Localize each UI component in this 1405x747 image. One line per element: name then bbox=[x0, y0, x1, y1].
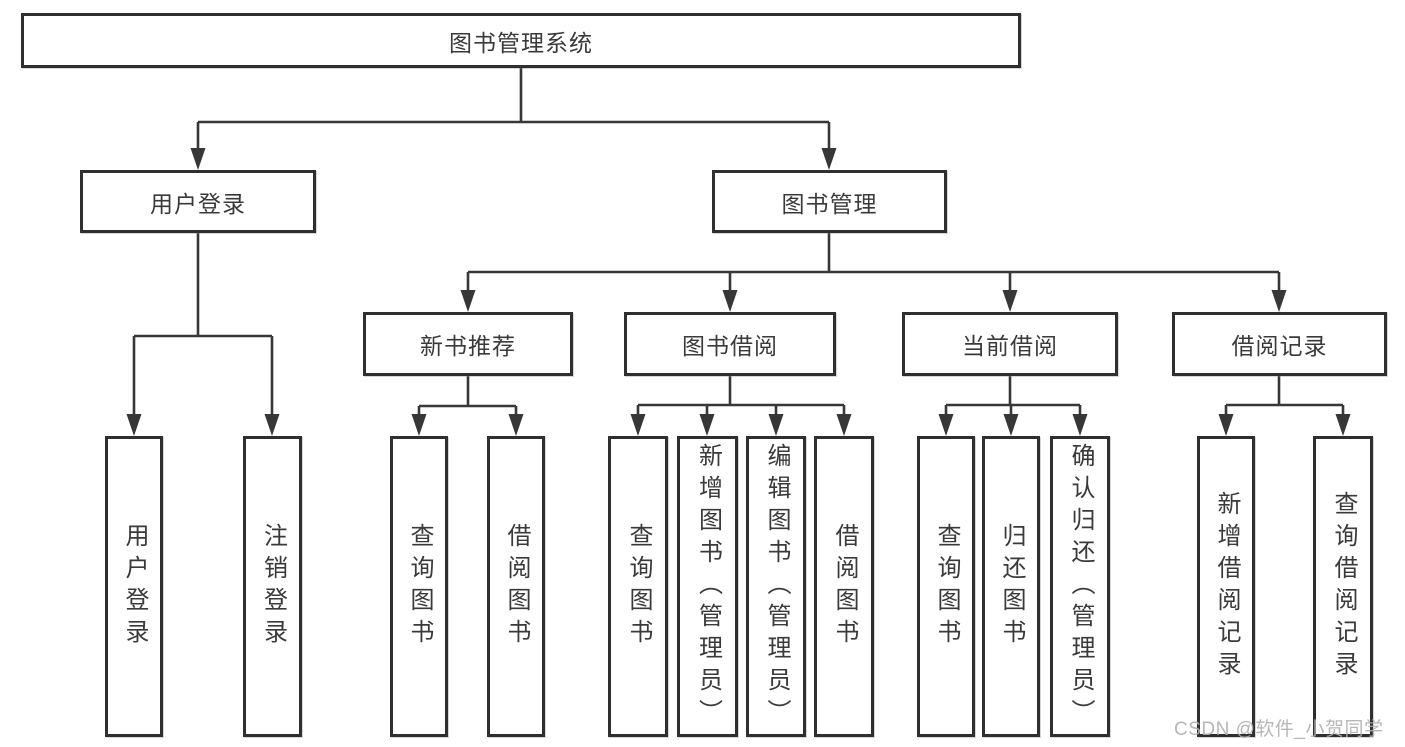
node-current-borrowing: 当前借阅 bbox=[902, 312, 1118, 376]
leaf-borrow-books-2: 借阅图书 bbox=[814, 436, 874, 737]
leaf-query-books-2-label: 查询图书 bbox=[625, 522, 652, 651]
node-root: 图书管理系统 bbox=[21, 13, 1021, 68]
node-new-book-recommend: 新书推荐 bbox=[363, 312, 573, 376]
node-borrowing-records-label: 借阅记录 bbox=[1231, 333, 1328, 359]
node-book-management-label: 图书管理 bbox=[781, 190, 878, 217]
node-book-borrowing-label: 图书借阅 bbox=[682, 333, 778, 359]
csdn-watermark: CSDN @软件_小贺同学 bbox=[1174, 719, 1384, 740]
arrowheads bbox=[126, 148, 1351, 436]
connector-lines bbox=[132, 68, 1345, 418]
leaf-user-login: 用户登录 bbox=[105, 436, 163, 737]
leaf-query-books-3: 查询图书 bbox=[917, 436, 975, 737]
node-book-management: 图书管理 bbox=[712, 170, 947, 233]
leaf-query-books-3-label: 查询图书 bbox=[933, 522, 960, 651]
leaf-edit-book-admin: 编辑图书（管理员） bbox=[746, 436, 806, 737]
leaf-add-borrow-record: 新增借阅记录 bbox=[1197, 436, 1255, 737]
leaf-query-books-1: 查询图书 bbox=[390, 436, 448, 737]
leaf-add-borrow-record-label: 新增借阅记录 bbox=[1213, 490, 1240, 683]
leaf-query-books-2: 查询图书 bbox=[608, 436, 668, 737]
leaf-borrow-books-1-label: 借阅图书 bbox=[503, 522, 530, 651]
leaf-query-books-1-label: 查询图书 bbox=[406, 522, 433, 651]
leaf-edit-book-admin-label: 编辑图书（管理员） bbox=[763, 442, 790, 731]
node-user-login: 用户登录 bbox=[80, 170, 316, 233]
leaf-query-borrow-record: 查询借阅记录 bbox=[1313, 436, 1373, 737]
leaf-borrow-books-2-label: 借阅图书 bbox=[831, 522, 858, 651]
node-root-label: 图书管理系统 bbox=[449, 29, 593, 56]
node-current-borrowing-label: 当前借阅 bbox=[962, 333, 1058, 359]
leaf-borrow-books-1: 借阅图书 bbox=[487, 436, 545, 737]
node-new-book-recommend-label: 新书推荐 bbox=[420, 333, 516, 359]
leaf-add-book-admin: 新增图书（管理员） bbox=[677, 436, 738, 737]
leaf-add-book-admin-label: 新增图书（管理员） bbox=[694, 442, 722, 731]
leaf-user-login-label: 用户登录 bbox=[121, 522, 148, 651]
leaf-return-books-label: 归还图书 bbox=[998, 522, 1025, 651]
leaf-confirm-return-admin-label: 确认归还（管理员） bbox=[1067, 442, 1094, 731]
node-book-borrowing: 图书借阅 bbox=[624, 312, 836, 376]
leaf-return-books: 归还图书 bbox=[982, 436, 1040, 737]
leaf-query-borrow-record-label: 查询借阅记录 bbox=[1330, 490, 1357, 683]
node-borrowing-records: 借阅记录 bbox=[1172, 312, 1387, 376]
leaf-logout-login: 注销登录 bbox=[243, 436, 302, 737]
leaf-logout-login-label: 注销登录 bbox=[259, 522, 287, 651]
node-user-login-label: 用户登录 bbox=[150, 190, 246, 217]
leaf-confirm-return-admin: 确认归还（管理员） bbox=[1050, 436, 1110, 737]
